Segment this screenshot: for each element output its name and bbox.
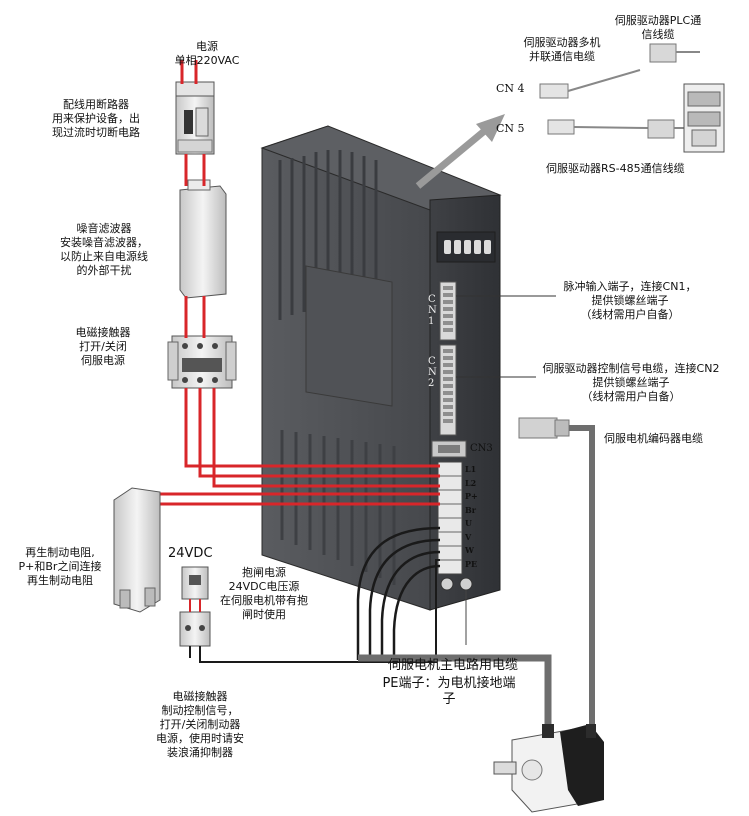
noise-filter [179, 179, 227, 299]
cn4-label: CN 4 [496, 82, 525, 95]
circuit-breaker [175, 81, 215, 155]
rs485-label: 伺服驱动器RS-485通信线缆 [546, 162, 685, 175]
contactor-label: 电磁接触器 打开/关闭 伺服电源 [75, 326, 131, 367]
terminal-label: U [465, 518, 472, 528]
multi-parallel-label: 伺服驱动器多机 并联通信电缆 [523, 36, 601, 63]
cn3-mark: CN3 [470, 443, 493, 454]
plc-cable-label: 伺服驱动器PLC通 信线缆 [614, 14, 702, 41]
cn2-mark: C N 2 [428, 356, 437, 389]
regen-resistor [113, 487, 161, 613]
terminal-label: V [465, 531, 472, 542]
cn1-mark: C N 1 [428, 294, 437, 327]
motor-main-cable [358, 654, 552, 728]
servo-driver [260, 125, 502, 611]
terminal-label: L2 [465, 477, 477, 488]
dc24-supply [181, 566, 209, 600]
terminal-label: P+ [465, 491, 478, 501]
v24-title: 24VDC [168, 546, 213, 561]
pe-terminal-label: PE端子：为电机接地端 子 [382, 676, 516, 707]
communication-arrow [415, 114, 505, 189]
brake-contactor [179, 611, 211, 647]
encoder-cable [518, 417, 595, 730]
motor-power-wires [356, 526, 441, 660]
filter-label: 噪音滤波器 安装噪音滤波器， 以防止来自电源线 的外部干扰 [60, 222, 148, 277]
magnetic-contactor [167, 335, 237, 389]
terminal-label: L1 [465, 464, 477, 474]
terminal-label: W [465, 545, 474, 555]
encoder-cable-label: 伺服电机编码器电缆 [604, 432, 703, 445]
brake-power-label: 抱闸电源 24VDC电压源 在伺服电机带有抱 闸时使用 [220, 566, 308, 621]
comm-connectors [539, 43, 725, 153]
power-label: 电源 单相220VAC [174, 40, 240, 67]
regen-label: 再生制动电阻, P+和Br之间连接 再生制动电阻 [18, 546, 102, 587]
brake-contactor-label: 电磁接触器 制动控制信号， 打开/关闭制动器 电源，使用时请安 装浪涌抑制器 [156, 690, 244, 759]
breaker-label: 配线用断路器 用来保护设备，出 现过流时切断电路 [52, 98, 140, 139]
terminal-label: PE [465, 558, 478, 569]
motor-main-label: 伺服电机主电路用电缆 [388, 658, 519, 673]
servo-motor [493, 724, 604, 813]
control-signal-label: 伺服驱动器控制信号电缆，连接CN2 提供锁螺丝端子 （线材需用户自备） [542, 362, 720, 403]
pulse-input-label: 脉冲输入端子，连接CN1， 提供锁螺丝端子 （线材需用户自备） [563, 280, 697, 321]
terminal-label: Br [465, 504, 476, 515]
cn5-label: CN 5 [496, 122, 525, 135]
